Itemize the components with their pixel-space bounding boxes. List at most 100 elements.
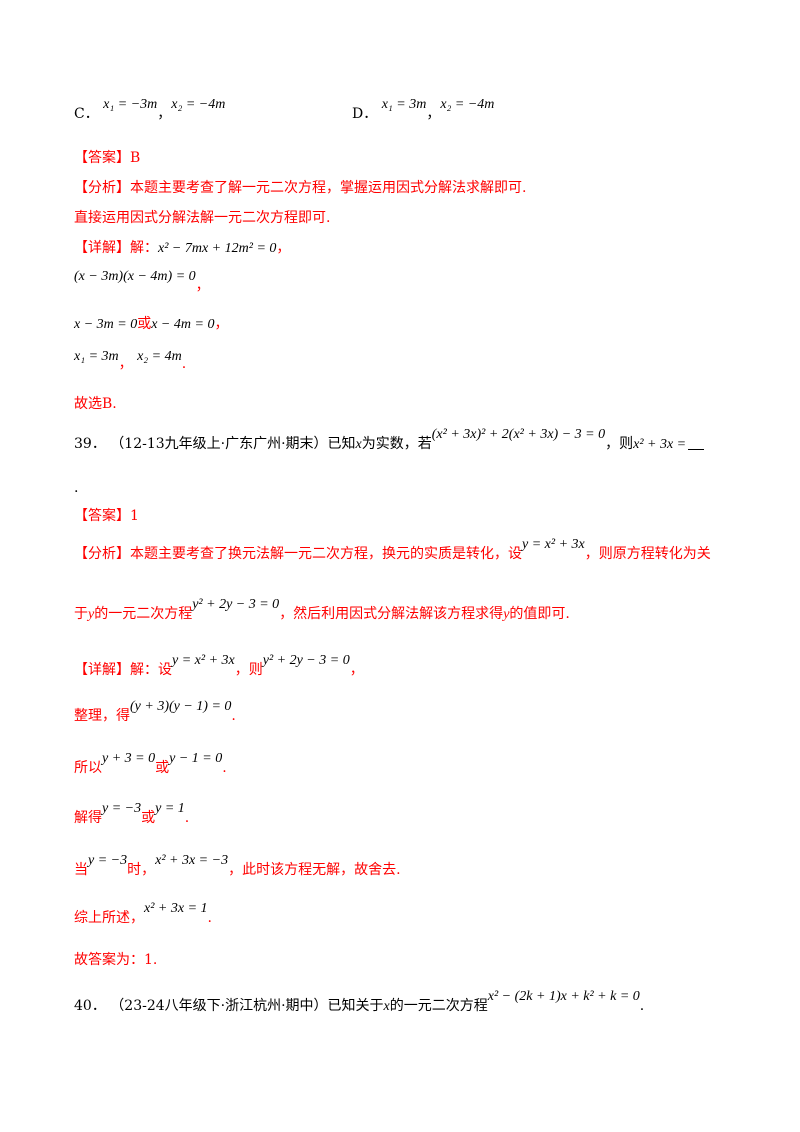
answer-blank — [688, 435, 705, 450]
step-end: . — [184, 810, 190, 826]
or-word: 或 — [155, 760, 170, 776]
step-end: . — [231, 708, 236, 724]
question-end: . — [639, 998, 645, 1014]
analysis-text: 本题主要考查了解一元二次方程，掌握运用因式分解法求解即可. — [130, 180, 527, 196]
trail-dot: . — [74, 480, 79, 496]
analysis-c4: 的值即可. — [509, 606, 570, 622]
step-text: 解得 — [74, 810, 102, 826]
question-ask: x² + 3x = — [633, 437, 687, 452]
option-c-sep: ， — [157, 106, 172, 122]
step-math-b: y = 1 — [155, 801, 185, 816]
detail-tag: 【详解】 — [74, 662, 130, 678]
punct: ， — [276, 240, 291, 256]
equation: x² − 7mx + 12m² = 0 — [158, 241, 277, 256]
question-equation: (x² + 3x)² + 2(x² + 3x) − 3 = 0 — [431, 427, 606, 442]
analysis-text-2: 直接运用因式分解法解一元二次方程即可. — [74, 210, 331, 226]
q39-step5: 综上所述，x² + 3x = 1. — [74, 901, 212, 929]
var-y: y — [88, 607, 95, 622]
sep: ， — [118, 356, 133, 372]
answer-tag: 【答案】 — [74, 508, 130, 524]
or-word: 或 — [141, 810, 156, 826]
q39-question: 39． （12-13九年级上·广东广州·期末）已知x为实数，若(x² + 3x)… — [74, 427, 705, 455]
analysis-text-b: ，则原方程转化为关 — [584, 546, 711, 562]
q39-trail: . — [74, 478, 78, 498]
step-text: 整理，得 — [74, 708, 130, 724]
q39-step4: 当y = −3时，x² + 3x = −3，此时该方程无解，故舍去. — [74, 853, 401, 881]
root-2: x₂ = 4m — [137, 349, 182, 364]
equation-b: x − 4m = 0 — [151, 317, 215, 332]
step-math: x² + 3x = 1 — [144, 901, 208, 916]
question-number: 40． — [74, 998, 106, 1014]
q38-analysis-2: 直接运用因式分解法解一元二次方程即可. — [74, 208, 330, 228]
question-text: 的一元二次方程 — [389, 998, 488, 1014]
var-x: x — [355, 437, 362, 452]
q38-answer: 【答案】B — [74, 148, 140, 168]
option-c-root2: x₂ = −4m — [171, 97, 226, 112]
factored-equation: (x − 3m)(x − 4m) = 0 — [74, 269, 196, 284]
q40-question: 40． （23-24八年级下·浙江杭州·期中）已知关于x的一元二次方程x² − … — [74, 989, 645, 1017]
q39-analysis: 【分析】本题主要考查了换元法解一元二次方程，换元的实质是转化，设y = x² +… — [74, 537, 711, 565]
q38-conclusion: 故选B. — [74, 394, 117, 414]
option-c-root1: x₁ = −3m — [103, 97, 158, 112]
step-math-a: y = −3 — [102, 801, 142, 816]
quadratic-y: y² + 2y − 3 = 0 — [192, 597, 280, 612]
question-text: 为实数，若 — [361, 436, 432, 452]
analysis-tag: 【分析】 — [74, 546, 130, 562]
q39-final: 故答案为：1. — [74, 950, 157, 970]
q39-answer: 【答案】1 — [74, 506, 139, 526]
option-d-sep: ， — [426, 106, 441, 122]
step-end: . — [207, 910, 212, 926]
option-d-label: D． — [352, 106, 378, 122]
question-source: （23-24八年级下·浙江杭州·期中）已知关于 — [110, 998, 384, 1014]
punct: ， — [195, 278, 210, 294]
q39-detail: 【详解】解：设y = x² + 3x，则y² + 2y − 3 = 0， — [74, 653, 364, 681]
question-equation: x² − (2k + 1)x + k² + k = 0 — [487, 989, 640, 1004]
q38-step4: x₁ = 3m， x₂ = 4m. — [74, 346, 186, 372]
analysis-c3: ，然后利用因式分解法解该方程求得 — [279, 606, 504, 622]
step-end: ，此时该方程无解，故舍去. — [228, 862, 401, 878]
step-end: . — [222, 760, 227, 776]
q38-step2: (x − 3m)(x − 4m) = 0， — [74, 266, 210, 294]
q39-analysis-2: 于y的一元二次方程y² + 2y − 3 = 0，然后利用因式分解法解该方程求得… — [74, 597, 570, 625]
var-x: x — [383, 999, 390, 1014]
q38-step3: x − 3m = 0或x − 4m = 0， — [74, 314, 228, 335]
q38-detail: 【详解】解：x² − 7mx + 12m² = 0， — [74, 238, 290, 259]
step-math-b: x² + 3x = −3 — [155, 853, 229, 868]
analysis-text-a: 本题主要考查了换元法解一元二次方程，换元的实质是转化，设 — [130, 546, 522, 562]
detail-a: 解：设 — [130, 662, 172, 678]
final-answer: 故答案为：1. — [74, 952, 158, 968]
analysis-c2: 的一元二次方程 — [94, 606, 193, 622]
q39-step3: 解得y = −3或y = 1. — [74, 801, 190, 829]
step-text: 当 — [74, 862, 88, 878]
detail-sub: y = x² + 3x — [172, 653, 235, 668]
q38-analysis: 【分析】本题主要考查了解一元二次方程，掌握运用因式分解法求解即可. — [74, 178, 526, 198]
detail-tag: 【详解】 — [74, 240, 130, 256]
punct: . — [181, 356, 187, 372]
substitution: y = x² + 3x — [522, 537, 585, 552]
question-number: 39． — [74, 436, 106, 452]
equation-a: x − 3m = 0 — [74, 317, 138, 332]
question-then: ，则 — [605, 436, 634, 452]
answer-value: B — [130, 150, 141, 166]
q39-step2: 所以y + 3 = 0或y − 1 = 0. — [74, 751, 227, 779]
analysis-c1: 于 — [74, 606, 88, 622]
step-text: 所以 — [74, 760, 102, 776]
option-c: C． x₁ = −3m，x₂ = −4m — [74, 97, 225, 125]
var-y-2: y — [503, 607, 510, 622]
question-source: （12-13九年级上·广东广州·期末）已知 — [110, 436, 356, 452]
detail-eq: y² + 2y − 3 = 0 — [262, 653, 350, 668]
option-c-label: C． — [74, 106, 99, 122]
step-math-b: y − 1 = 0 — [169, 751, 223, 766]
answer-value: 1 — [130, 508, 139, 524]
detail-b: ，则 — [234, 662, 263, 678]
option-d-root2: x₂ = −4m — [440, 97, 495, 112]
or-word: 或 — [137, 316, 152, 332]
option-d-root1: x₁ = 3m — [381, 97, 427, 112]
step-math: (y + 3)(y − 1) = 0 — [130, 699, 232, 714]
step-when: 时， — [127, 862, 156, 878]
detail-c: ， — [349, 662, 364, 678]
step-math-a: y = −3 — [88, 853, 128, 868]
step-math-a: y + 3 = 0 — [102, 751, 156, 766]
conclusion: 故选B. — [74, 396, 117, 412]
step-text: 综上所述， — [74, 910, 144, 926]
